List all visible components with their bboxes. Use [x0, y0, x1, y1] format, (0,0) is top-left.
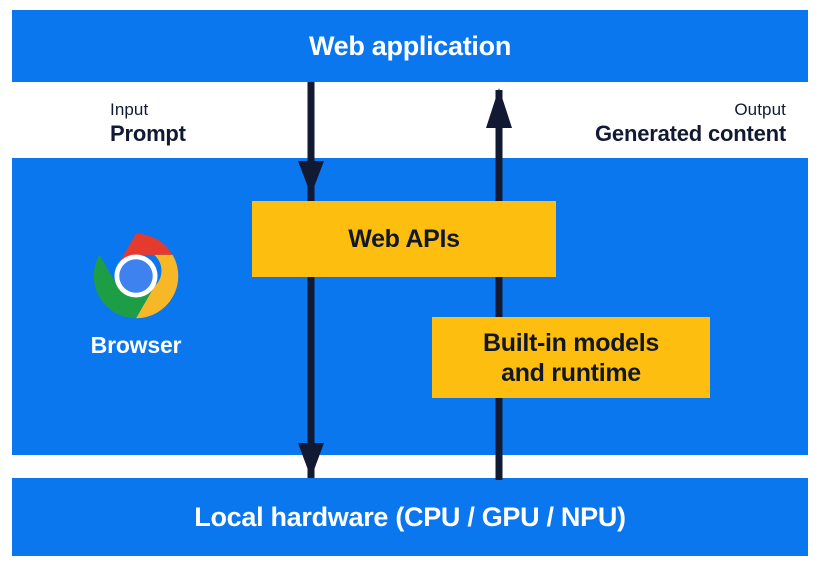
- box-builtin-models-line1: Built-in models: [482, 328, 660, 357]
- chrome-logo-icon: [93, 233, 179, 319]
- output-kicker: Output: [734, 100, 786, 119]
- box-builtin-models-line2: and runtime: [501, 358, 641, 387]
- input-kicker: Input: [110, 100, 149, 119]
- band-web-application: Web application: [12, 10, 808, 82]
- box-web-apis-label: Web APIs: [348, 225, 460, 253]
- band-web-application-label: Web application: [308, 30, 512, 61]
- band-local-hardware: Local hardware (CPU / GPU / NPU): [12, 478, 808, 556]
- band-local-hardware-label: Local hardware (CPU / GPU / NPU): [194, 501, 626, 532]
- output-label-group: Output Generated content: [595, 100, 786, 147]
- browser-caption: Browser: [90, 332, 182, 358]
- box-builtin-models-label: Built-in models and runtime: [483, 328, 659, 388]
- input-value: Prompt: [110, 121, 186, 147]
- browser-identity-group: Browser: [76, 232, 196, 359]
- output-value: Generated content: [595, 121, 786, 147]
- arrow-up-output: [486, 88, 512, 480]
- input-label-group: Input Prompt: [110, 100, 186, 147]
- arrow-down-input: [298, 82, 324, 478]
- box-web-apis: Web APIs: [252, 201, 556, 277]
- box-builtin-models: Built-in models and runtime: [432, 317, 710, 398]
